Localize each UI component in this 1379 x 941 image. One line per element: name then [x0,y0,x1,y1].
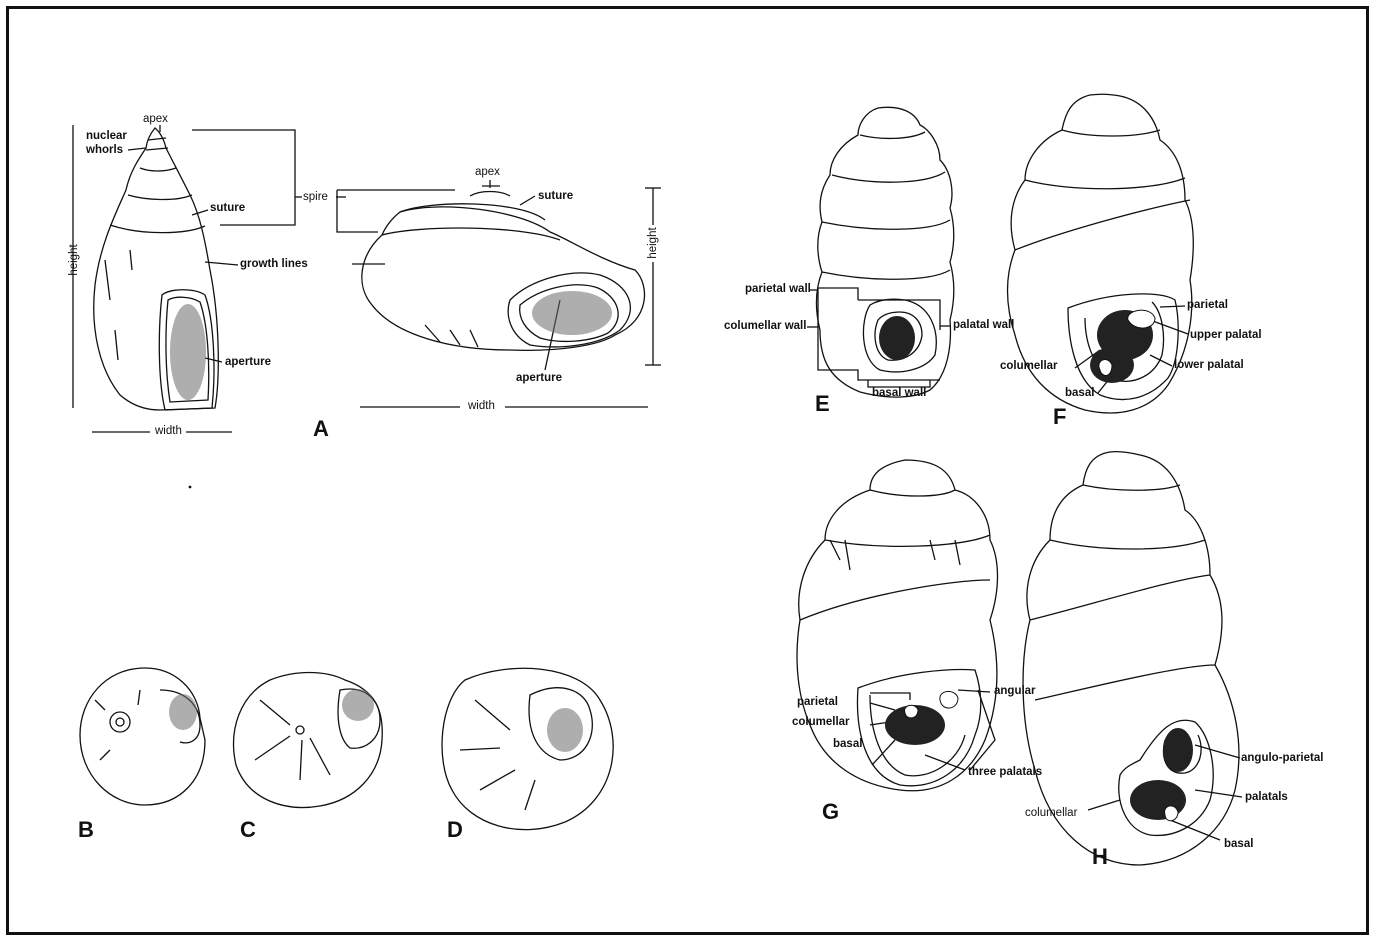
label-three-palatals: three palatals [968,767,1042,779]
label-apex-a2: apex [475,167,500,179]
panel-label-a: A [313,418,329,440]
shell-d [442,668,613,829]
label-lower-palatal: lower palatal [1174,360,1244,372]
panel-label-c: C [240,819,256,841]
label-palatals: palatals [1245,792,1288,804]
label-basal-f: basal [1065,388,1094,400]
label-upper-palatal: upper palatal [1190,330,1262,342]
panel-label-h: H [1092,846,1108,868]
panel-label-g: G [822,801,839,823]
label-growth-lines: growth lines [240,259,308,271]
label-columellar-f: columellar [1000,361,1058,373]
label-suture-a2: suture [538,191,573,203]
label-width-a: width [155,426,182,438]
label-suture-a: suture [210,203,245,215]
label-parietal-f: parietal [1187,300,1228,312]
label-basal-h: basal [1224,839,1253,851]
label-aperture-a: aperture [225,357,271,369]
label-nuclear: nuclear [86,131,127,143]
panel-label-b: B [78,819,94,841]
label-angulo-parietal: angulo-parietal [1241,753,1323,765]
label-whorls: whorls [86,145,123,157]
label-parietal-wall: parietal wall [745,284,811,296]
panel-label-d: D [447,819,463,841]
label-angular: angular [994,686,1036,698]
label-columellar-h: columellar [1025,808,1077,820]
shell-b [80,668,205,805]
label-spire: spire [303,192,328,204]
label-height-a2: height [647,218,659,268]
label-width-a2: width [468,401,495,413]
panel-label-f: F [1053,406,1066,428]
label-basal-wall: basal wall [872,388,926,400]
label-aperture-a2: aperture [516,373,562,385]
panel-label-e: E [815,393,830,415]
label-palatal-wall: palatal wall [953,320,1014,332]
label-parietal-g: parietal [797,697,838,709]
label-height-a: height [68,235,80,285]
label-columellar-wall: columellar wall [724,321,806,333]
label-apex-a: apex [143,114,168,126]
shell-g [797,460,997,791]
label-columellar-g: columellar [792,717,850,729]
label-basal-g: basal [833,739,862,751]
